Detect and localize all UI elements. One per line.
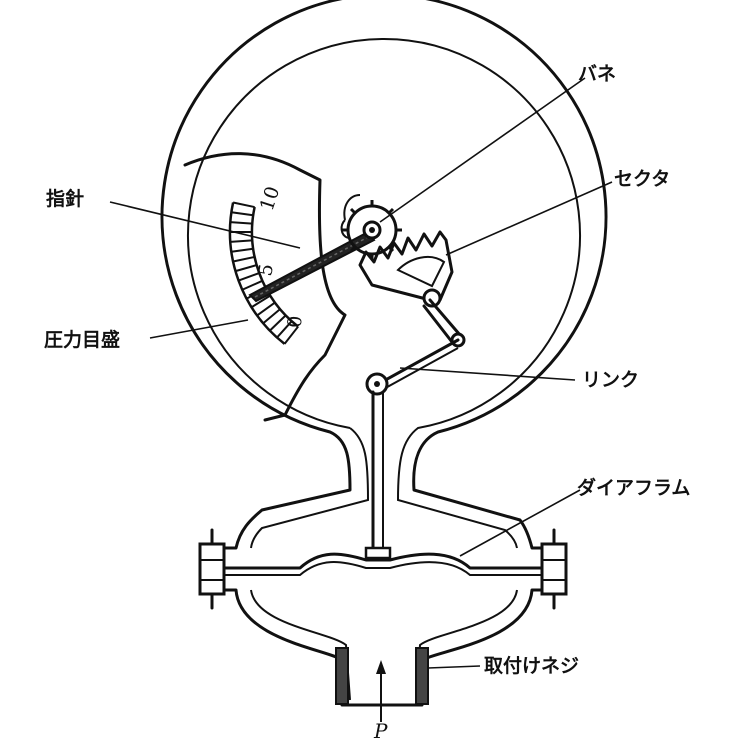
bolt-right: [540, 528, 568, 610]
scale-division: [231, 211, 254, 217]
label-spring: バネ: [578, 63, 616, 85]
scale-division: [232, 201, 255, 209]
dial-cutaway: [183, 152, 347, 422]
mounting-thread: [335, 647, 429, 705]
scale-division: [262, 308, 281, 325]
push-rod: [364, 390, 392, 560]
scale-division: [283, 325, 299, 345]
label-pointer: 指針: [46, 187, 84, 210]
pointer-needle: [248, 230, 376, 303]
scale-tick-5: 5: [254, 262, 278, 278]
scale-division: [251, 294, 271, 309]
scale-tick-0: 0: [284, 315, 306, 328]
scale-division: [232, 255, 255, 263]
scale-division: [235, 264, 257, 273]
diaphragm: [210, 552, 557, 576]
pinion-gear: [342, 200, 402, 260]
label-mounting-thread: 取付けネジ: [484, 654, 579, 677]
scale-division: [238, 272, 260, 282]
leader-lines: [109, 77, 613, 669]
label-link: リンク: [582, 369, 639, 391]
scale-division: [230, 221, 253, 225]
scale-division: [231, 247, 254, 253]
label-scale: 圧力目盛: [44, 328, 120, 351]
label-sector: セクタ: [614, 168, 670, 190]
pressure-arrow: [376, 660, 386, 722]
scale-division: [256, 301, 276, 317]
hairspring: [340, 194, 361, 239]
scale-tick-10: 10: [256, 184, 284, 214]
label-diaphragm: ダイアフラム: [577, 476, 690, 499]
bolt-left: [198, 528, 226, 610]
scale-division: [276, 320, 293, 339]
gauge-case: [160, 0, 608, 707]
scale-division: [241, 279, 263, 291]
scale-division: [269, 314, 287, 332]
scale-division: [230, 239, 253, 243]
pressure-label: P: [373, 719, 388, 740]
link-rod: [365, 338, 460, 396]
sector: [358, 230, 454, 308]
